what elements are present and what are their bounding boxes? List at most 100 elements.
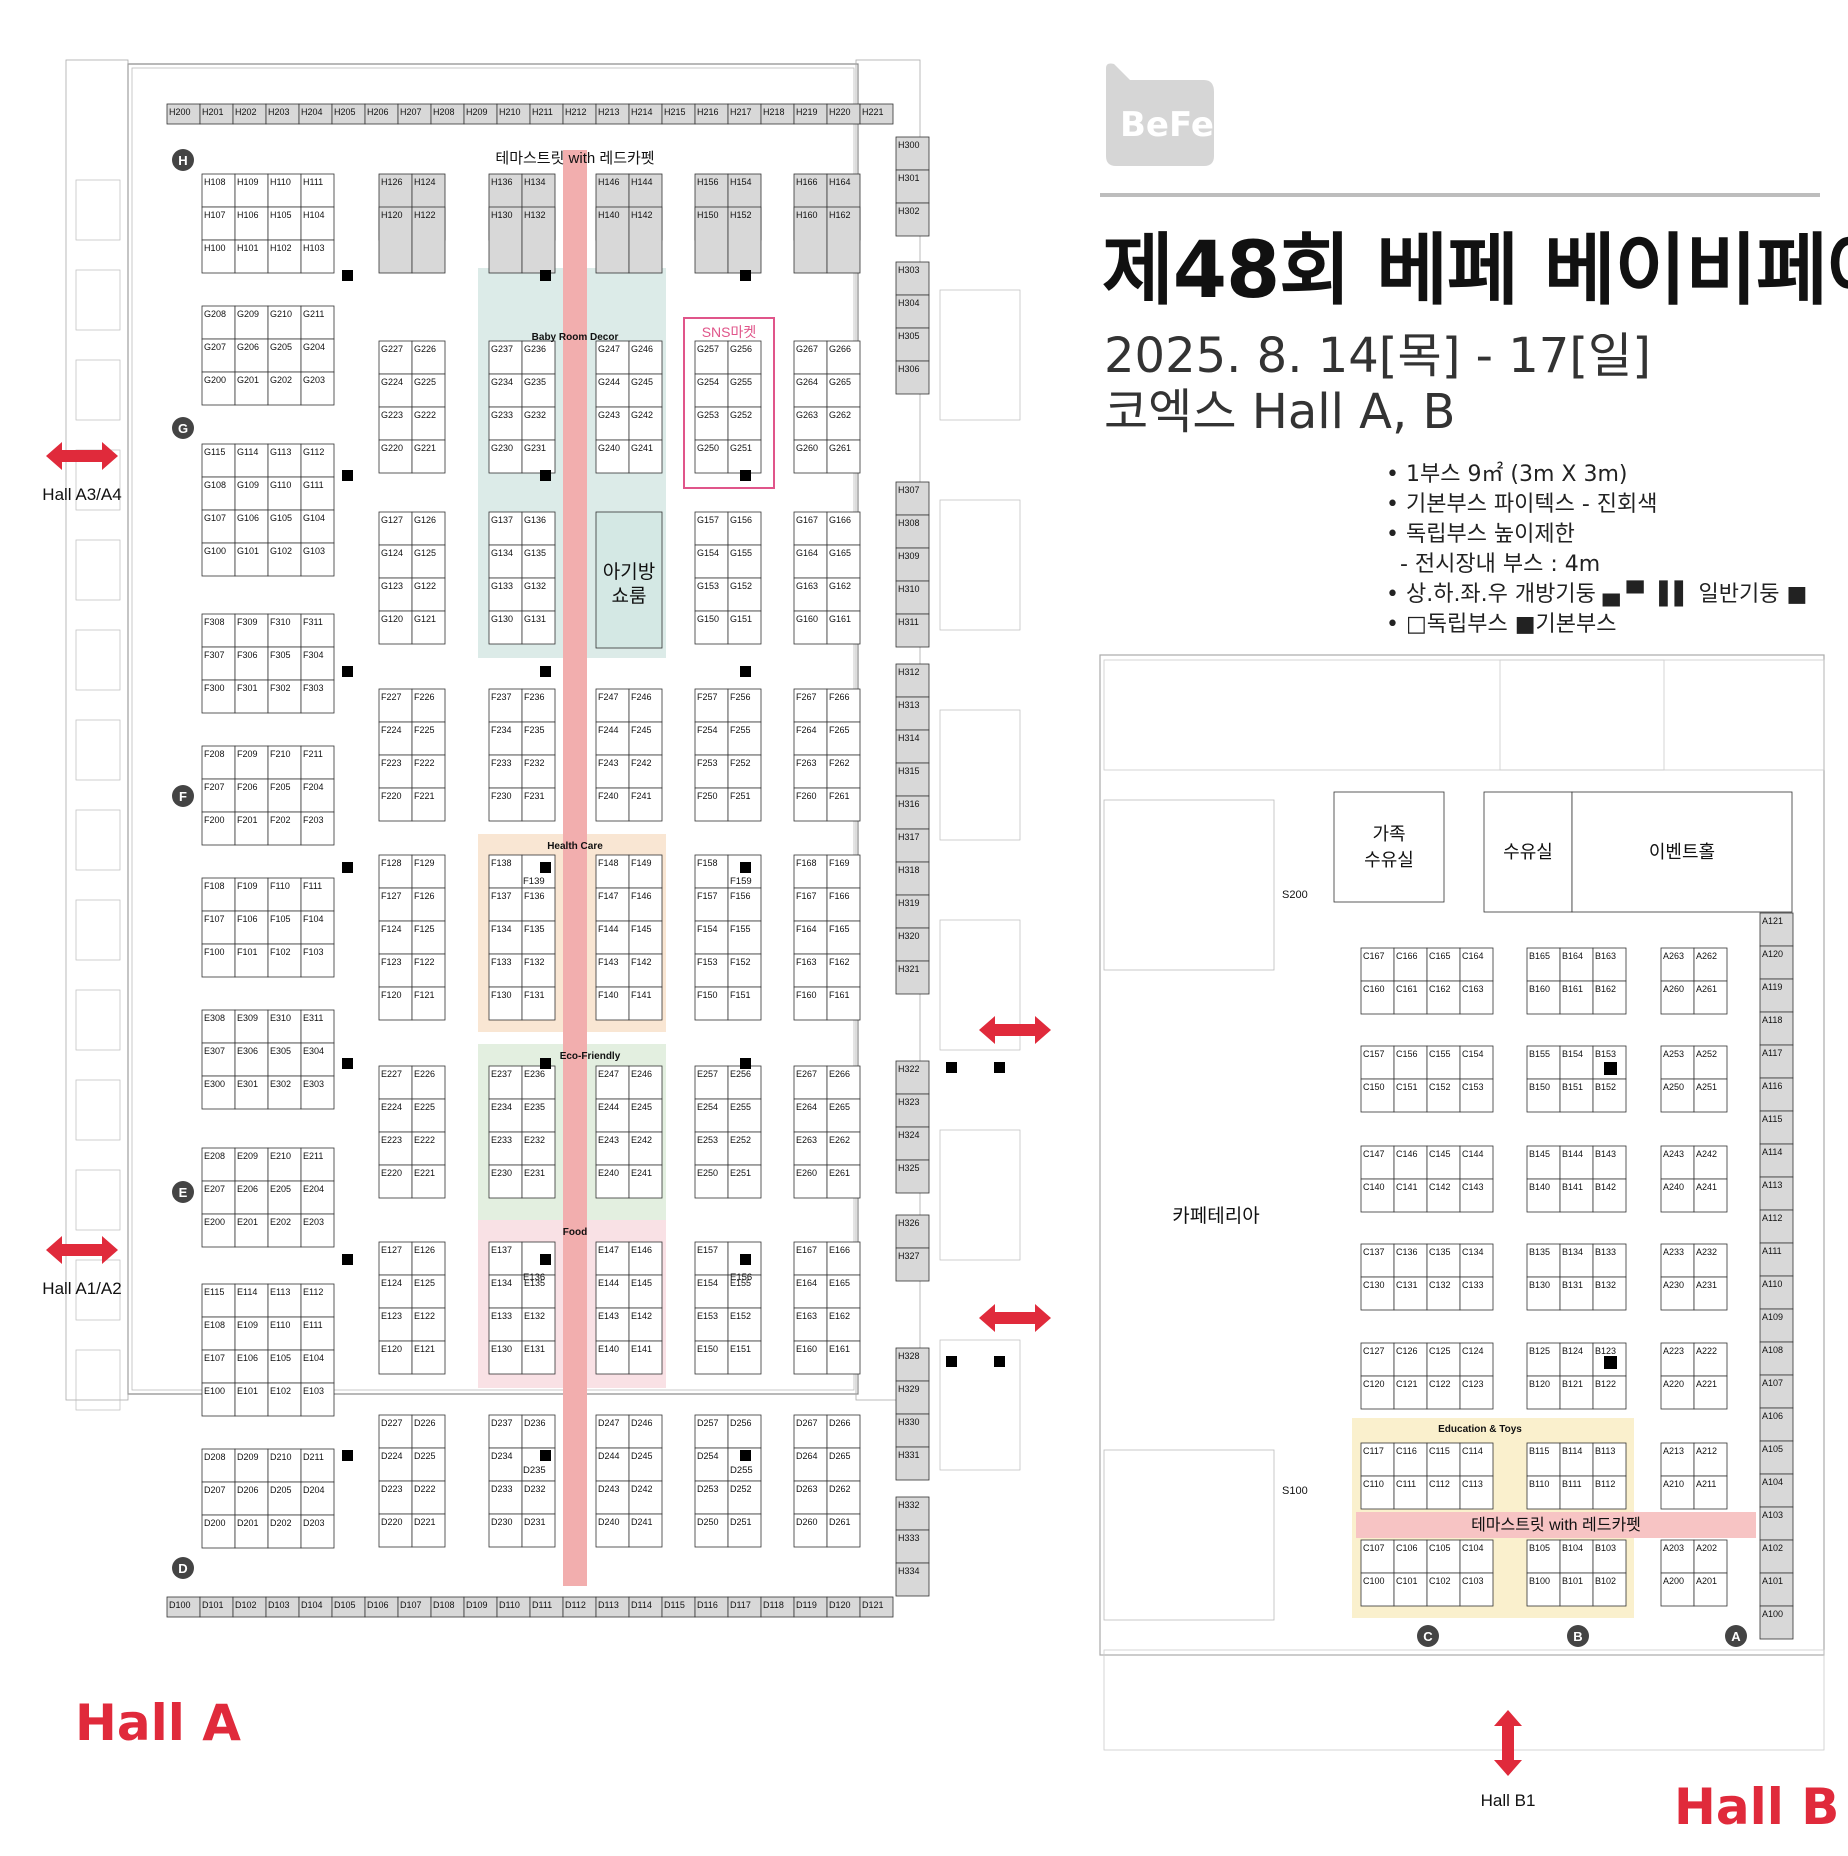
service-label: S200 — [1282, 889, 1308, 901]
booth-label: E308 — [204, 1013, 225, 1023]
booth — [1360, 947, 1395, 982]
booth — [267, 476, 302, 511]
booth-label: A223 — [1663, 1346, 1684, 1356]
booth — [300, 1042, 335, 1077]
row-marker-label: F — [179, 789, 187, 804]
booth-label: E237 — [491, 1069, 512, 1079]
booth-label: B120 — [1529, 1379, 1550, 1389]
booth — [1393, 1243, 1428, 1278]
booth — [595, 1065, 630, 1100]
cafeteria-label: 카페테리아 — [1172, 1205, 1259, 1227]
booth — [1459, 980, 1494, 1015]
booth-label: H220 — [829, 107, 851, 117]
booth — [1759, 1110, 1794, 1145]
booth-label: E125 — [414, 1278, 435, 1288]
booth-label: H107 — [204, 210, 226, 220]
booth-label: G134 — [491, 548, 513, 558]
booth — [267, 1213, 302, 1248]
booth — [727, 1164, 762, 1199]
booth — [895, 1413, 930, 1448]
booth-label: H164 — [829, 177, 851, 187]
booth — [488, 787, 523, 822]
booth-label: G265 — [829, 377, 851, 387]
booth — [521, 1307, 556, 1342]
booth-label: A113 — [1762, 1180, 1782, 1190]
booth — [1759, 1077, 1794, 1112]
booth-label: E155 — [730, 1278, 751, 1288]
booth — [826, 406, 861, 441]
booth-label: E147 — [598, 1245, 619, 1255]
booth-label: F168 — [796, 858, 817, 868]
booth-label: F161 — [829, 990, 850, 1000]
booth — [628, 688, 663, 723]
booth — [595, 340, 630, 375]
booth — [1693, 1572, 1728, 1607]
booth-label: B155 — [1529, 1049, 1550, 1059]
booth — [595, 754, 630, 789]
booth-label: C116 — [1396, 1446, 1417, 1456]
booth-label: C134 — [1462, 1247, 1484, 1257]
nursing-label: 수유실 — [1503, 842, 1553, 862]
booth — [1592, 980, 1627, 1015]
booth-label: D204 — [303, 1485, 325, 1495]
legend-booth-size: • 1부스 9㎡ (3m X 3m) — [1386, 462, 1628, 487]
booth — [628, 1414, 663, 1449]
booth — [1592, 1243, 1627, 1278]
booth-label: C153 — [1462, 1082, 1484, 1092]
booth-label: D101 — [202, 1600, 224, 1610]
stair-structure — [75, 899, 121, 961]
booth-label: D110 — [499, 1600, 520, 1610]
booth — [727, 206, 762, 274]
booth — [1526, 980, 1561, 1015]
booth — [411, 1164, 446, 1199]
booth-label: H309 — [898, 551, 920, 561]
booth — [895, 1093, 930, 1128]
service-label: S100 — [1282, 1485, 1308, 1497]
booth — [1393, 1442, 1428, 1477]
booth — [826, 1447, 861, 1482]
booth-label: E127 — [381, 1245, 402, 1255]
booth-label: D210 — [270, 1452, 292, 1462]
pillar — [740, 270, 751, 281]
booth — [411, 577, 446, 612]
booth-label: H300 — [898, 140, 920, 150]
booth-label: H204 — [301, 107, 323, 117]
booth-label: F224 — [381, 725, 402, 735]
booth-label: H200 — [169, 107, 191, 117]
booth-label: F230 — [491, 791, 512, 801]
booth — [1693, 1045, 1728, 1080]
booth-label: A201 — [1696, 1576, 1717, 1586]
event-date: 2025. 8. 14[목] - 17[일] — [1104, 328, 1651, 384]
booth-label: F103 — [303, 947, 324, 957]
booth-label: G101 — [237, 546, 259, 556]
booth-label: G209 — [237, 309, 259, 319]
booth-label: E143 — [598, 1311, 619, 1321]
booth-label: G126 — [414, 515, 436, 525]
booth-label: C141 — [1396, 1182, 1418, 1192]
booth-label: D237 — [491, 1418, 513, 1428]
booth-label: G243 — [598, 410, 620, 420]
booth — [1759, 1440, 1794, 1475]
booth — [595, 920, 630, 955]
booth — [378, 854, 413, 889]
booth-label: G120 — [381, 614, 403, 624]
booth-label: D102 — [235, 1600, 257, 1610]
booth — [793, 406, 828, 441]
booth-label: F246 — [631, 692, 652, 702]
booth-label: E257 — [697, 1069, 718, 1079]
booth — [1426, 1475, 1461, 1510]
booth — [201, 338, 236, 373]
booth — [1426, 1276, 1461, 1311]
booth — [234, 877, 269, 912]
row-marker — [1417, 1625, 1439, 1647]
booth — [628, 887, 663, 922]
booth-label: F150 — [697, 990, 718, 1000]
booth-label: F162 — [829, 957, 850, 967]
booth-label: E245 — [631, 1102, 652, 1112]
booth-label: D220 — [381, 1517, 403, 1527]
booth — [727, 1513, 762, 1548]
booth-label: E123 — [381, 1311, 402, 1321]
divider — [1100, 193, 1820, 197]
booth-label: A116 — [1762, 1081, 1782, 1091]
booth — [201, 443, 236, 478]
